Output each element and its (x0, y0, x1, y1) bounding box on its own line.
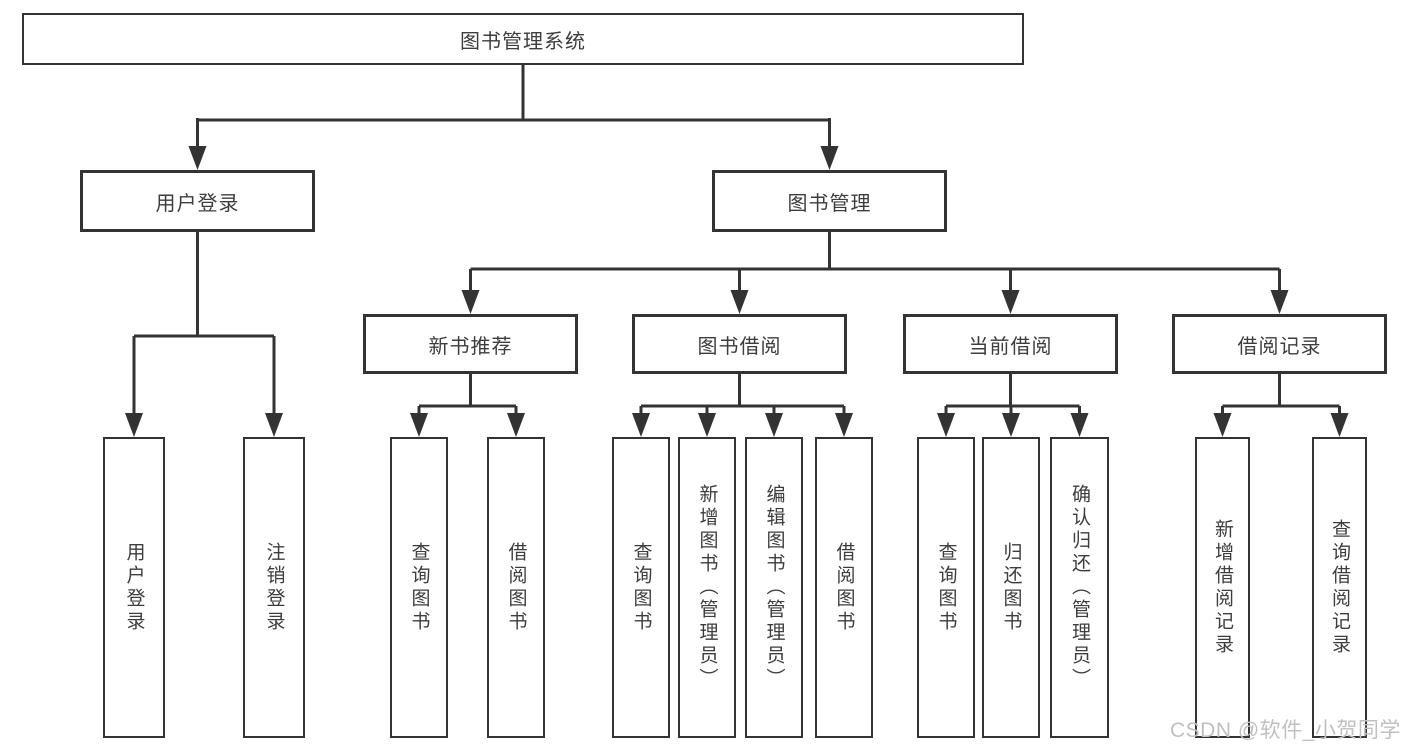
node-label: 图书借阅 (697, 335, 782, 358)
node-label: 新增图书（管理员） (696, 484, 718, 691)
node-new-book-recommendation: 新书推荐 (363, 314, 578, 374)
csdn-watermark: CSDN @软件_小贺同学 (1170, 719, 1401, 742)
leaf-return-books: 归还图书 (982, 437, 1040, 738)
node-label: 新增借阅记录 (1212, 518, 1233, 657)
leaf-add-books-admin: 新增图书（管理员） (678, 437, 736, 738)
leaf-query-books-new-book: 查询图书 (390, 437, 448, 738)
node-label: 新书推荐 (428, 335, 513, 358)
node-label: 图书管理 (787, 192, 872, 215)
node-label: 查询借阅记录 (1329, 518, 1350, 657)
node-book-borrowing: 图书借阅 (632, 314, 847, 374)
node-current-borrowing: 当前借阅 (903, 314, 1118, 374)
leaf-query-books-borrowing: 查询图书 (612, 437, 670, 738)
node-label: 图书管理系统 (460, 30, 586, 53)
node-label: 查询图书 (408, 541, 430, 634)
leaf-add-borrow-record: 新增借阅记录 (1195, 437, 1250, 738)
node-library-management-system: 图书管理系统 (22, 13, 1024, 65)
leaf-edit-books-admin: 编辑图书（管理员） (745, 437, 803, 738)
leaf-logout: 注销登录 (243, 437, 305, 738)
node-label: 查询图书 (630, 541, 652, 634)
leaf-query-books-current: 查询图书 (917, 437, 975, 738)
node-book-management: 图书管理 (712, 170, 947, 232)
node-label: 用户登录 (155, 192, 240, 215)
node-label: 借阅记录 (1237, 335, 1322, 358)
node-label: 查询图书 (935, 541, 957, 634)
leaf-borrow-books-borrowing: 借阅图书 (815, 437, 873, 738)
node-label: 用户登录 (123, 541, 145, 634)
node-user-login: 用户登录 (80, 170, 315, 232)
node-label: 借阅图书 (833, 541, 855, 634)
node-label: 注销登录 (263, 541, 285, 634)
node-borrowing-records: 借阅记录 (1172, 314, 1387, 374)
node-label: 当前借阅 (968, 335, 1053, 358)
leaf-query-borrow-record: 查询借阅记录 (1312, 437, 1367, 738)
node-label: 借阅图书 (505, 541, 527, 634)
leaf-confirm-return-admin: 确认归还（管理员） (1050, 437, 1109, 738)
node-label: 确认归还（管理员） (1069, 484, 1090, 691)
node-label: 归还图书 (1000, 541, 1022, 634)
leaf-borrow-books-new-book: 借阅图书 (487, 437, 545, 738)
leaf-user-login: 用户登录 (103, 437, 165, 738)
node-label: 编辑图书（管理员） (763, 484, 785, 691)
